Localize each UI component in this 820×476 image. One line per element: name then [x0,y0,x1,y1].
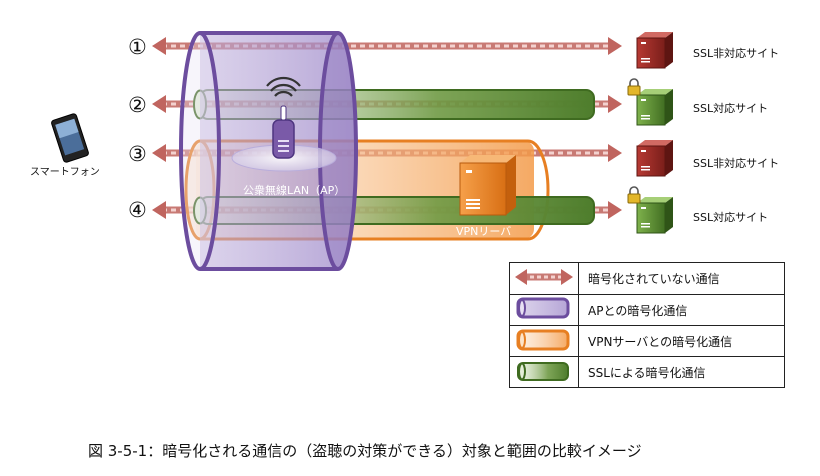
vpn-server-icon [459,155,516,216]
legend-label-vpn: VPNサーバとの暗号化通信 [588,335,733,349]
legend-sample-unencrypted [515,269,573,285]
legend-sample-vpn [516,329,570,351]
server-label-row1: SSL非対応サイト [693,47,780,60]
legend-row-ssl: SSLによる暗号化通信 [510,356,784,387]
access-point-icon [231,76,337,172]
lock-icon [627,78,641,96]
legend-sample-ap [516,297,570,319]
row-marker-3: ③ [128,142,147,166]
ap-label: 公衆無線LAN（AP） [243,184,346,197]
server-label-row4: SSL対応サイト [693,211,769,224]
vpn-server-label: VPNリーバ [456,225,512,238]
server-label-row3: SSL非対応サイト [693,157,780,170]
server-row3 [636,140,673,177]
server-label-row2: SSL対応サイト [693,102,769,115]
legend-row-vpn: VPNサーバとの暗号化通信 [510,325,784,356]
row-marker-2: ② [128,93,147,117]
server-row4 [627,186,673,234]
legend: 暗号化されていない通信 APとの暗号化通信 VPNサーバとの暗号化通信 SSLに… [509,262,785,388]
smartphone-label: スマートフォン [30,167,100,178]
legend-label-ap: APとの暗号化通信 [588,304,688,318]
server-row2 [627,78,673,126]
row-marker-4: ④ [128,198,147,222]
server-row1 [636,32,673,69]
legend-row-ap: APとの暗号化通信 [510,294,784,325]
smartphone-icon [51,113,89,163]
legend-samples [515,269,573,381]
legend-sample-ssl [517,362,569,381]
row-marker-1: ① [128,35,147,59]
legend-label-unencrypted: 暗号化されていない通信 [588,272,720,286]
lock-icon [627,186,641,204]
figure-caption: 図 3-5-1：暗号化される通信の（盗聴の対策ができる）対象と範囲の比較イメージ [88,442,642,460]
legend-label-ssl: SSLによる暗号化通信 [588,366,706,380]
legend-row-unencrypted: 暗号化されていない通信 [510,263,784,294]
